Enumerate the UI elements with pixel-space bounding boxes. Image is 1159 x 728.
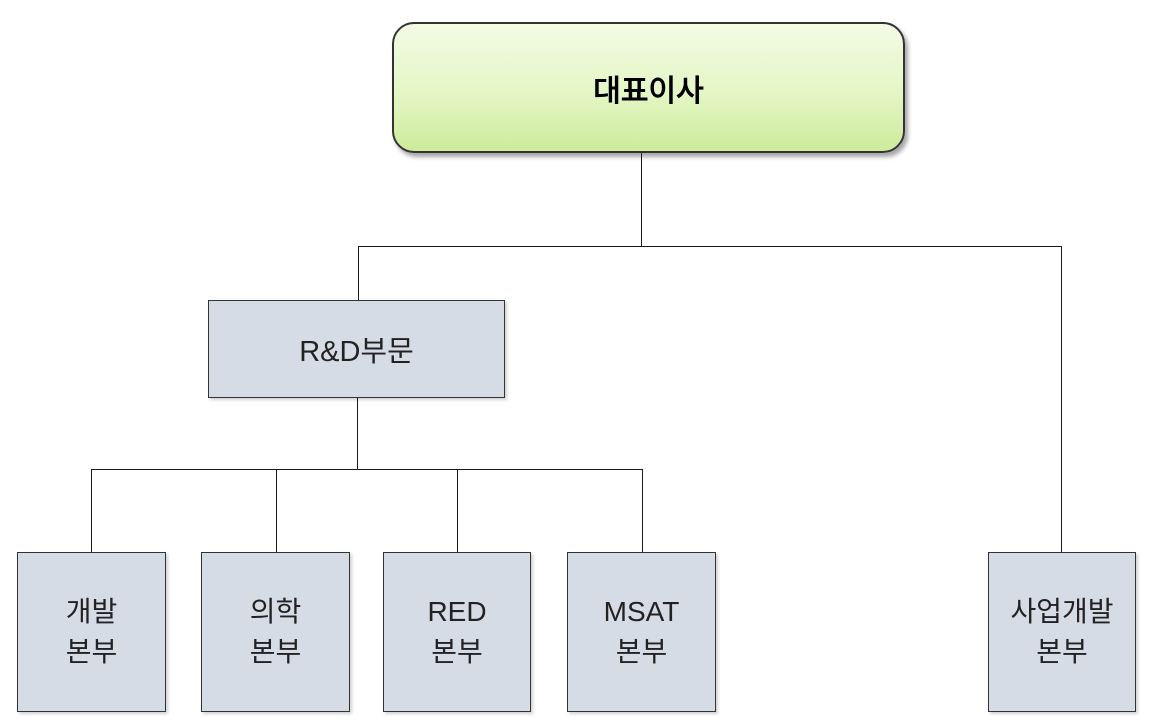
- connector-level2-horizontal: [91, 469, 643, 471]
- org-node-ceo: 대표이사: [392, 22, 905, 153]
- org-node-rnd-division-label: R&D부문: [299, 336, 414, 368]
- dept-label-line1: RED: [427, 596, 487, 627]
- connector-dept-msat-drop: [642, 469, 644, 553]
- dept-label-line1: 사업개발: [1010, 596, 1114, 627]
- connector-ceo-drop: [641, 152, 643, 247]
- dept-label-line2: 본부: [65, 636, 118, 667]
- connector-dept-red-drop: [457, 469, 459, 553]
- dept-label-line2: 본부: [431, 636, 483, 667]
- dept-label-line1: MSAT: [603, 596, 680, 627]
- connector-dept-medical-drop: [276, 469, 278, 553]
- connector-dept-bizdev-drop: [1061, 246, 1063, 553]
- org-node-dept-medical: 의학 본부: [201, 552, 350, 712]
- connector-dept-dev-drop: [91, 469, 93, 553]
- dept-label-line2: 본부: [249, 636, 302, 667]
- connector-level1-horizontal: [358, 246, 1062, 248]
- org-node-ceo-label: 대표이사: [593, 74, 704, 108]
- dept-label-line1: 의학: [249, 596, 302, 627]
- dept-label-line2: 본부: [615, 636, 668, 667]
- connector-rnd-division-rise: [358, 246, 360, 301]
- org-node-dept-development: 개발 본부: [17, 552, 166, 712]
- connector-rnd-division-drop: [357, 397, 359, 470]
- dept-label-line1: 개발: [65, 596, 118, 627]
- org-node-dept-msat: MSAT 본부: [567, 552, 716, 712]
- org-node-dept-business-development: 사업개발 본부: [988, 552, 1136, 712]
- dept-label-line2: 본부: [1036, 636, 1088, 667]
- org-node-rnd-division: R&D부문: [208, 300, 505, 398]
- org-node-dept-red: RED 본부: [383, 552, 531, 712]
